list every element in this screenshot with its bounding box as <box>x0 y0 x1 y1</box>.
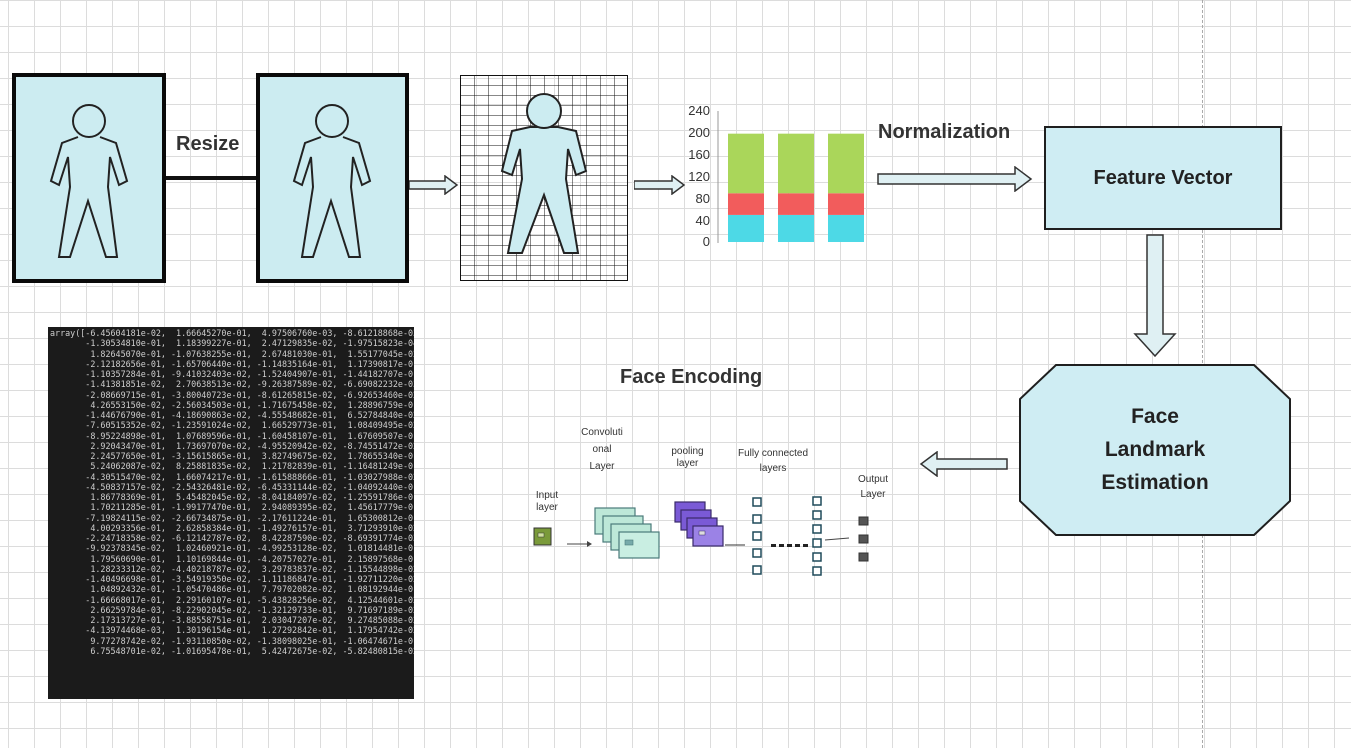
connector-line <box>166 176 256 180</box>
array-line: 1.70211285e-01, -1.99177470e-01, 2.94089… <box>50 502 414 513</box>
pooling-layer-label: pooling layer <box>665 446 710 470</box>
bar-segment <box>728 193 764 215</box>
array-line: 1.04892432e-01, -1.05470486e-01, 7.79702… <box>50 584 414 595</box>
array-line: 1.28233312e-02, -4.40218787e-02, 3.29783… <box>50 563 414 574</box>
y-tick-label: 80 <box>695 191 710 206</box>
normalization-label: Normalization <box>878 121 1011 143</box>
original-image-frame <box>12 73 166 283</box>
bar-segment <box>728 214 764 242</box>
array-line: -4.50837157e-02, -2.54326481e-02, -6.453… <box>50 481 414 492</box>
label-line: Layer <box>589 461 615 472</box>
array-line: -7.60515352e-02, -1.23591024e-02, 1.6652… <box>50 420 414 431</box>
array-line: 4.00293356e-01, 2.62858384e-01, -1.49276… <box>50 522 414 533</box>
arrow-right-icon <box>409 175 459 195</box>
bar-segment <box>778 214 814 242</box>
array-line: -1.44676790e-01, -4.18690863e-02, -4.555… <box>50 410 414 420</box>
y-tick-label: 160 <box>688 147 710 162</box>
fully-connected-column-1 <box>752 497 762 575</box>
label-line: Estimation <box>1101 471 1209 494</box>
label-line: Fully connected <box>737 448 809 459</box>
array-line: 9.77278742e-02, -1.93110850e-02, -1.3809… <box>50 635 414 646</box>
output-layer-label: Output Layer <box>851 472 895 502</box>
array-line: array([-6.45604181e-02, 1.66645270e-01, … <box>50 328 414 338</box>
face-landmark-label: Face Landmark Estimation <box>1018 400 1292 499</box>
label-line: layers <box>759 463 787 474</box>
connection-dots <box>771 544 808 547</box>
label-line: Convoluti <box>581 427 623 438</box>
flow-arrow <box>824 537 850 541</box>
y-tick-label: 200 <box>688 125 710 140</box>
label-line: layer <box>676 458 699 469</box>
grid-image <box>459 74 629 282</box>
cnn-diagram: Input layer Convoluti onal Layer pooling… <box>525 420 905 590</box>
y-tick-label: 120 <box>688 169 710 184</box>
array-line: 2.17313727e-01, -3.88558751e-01, 2.03047… <box>50 615 414 625</box>
array-line: -1.10357284e-01, -9.41032403e-02, -1.524… <box>50 369 414 379</box>
array-line: -1.30534810e-01, 1.18399227e-01, 2.47129… <box>50 338 414 349</box>
label-line: pooling <box>671 446 704 457</box>
label-line: Input <box>535 490 559 501</box>
arrow-down-icon <box>1133 234 1177 358</box>
output-layer-nodes <box>858 516 869 562</box>
conv-layer-stack <box>594 507 660 559</box>
array-line: -9.92378345e-02, 1.02460921e-01, -4.9925… <box>50 543 414 554</box>
array-line: -2.24718358e-02, -6.12142787e-02, 8.4228… <box>50 533 414 543</box>
array-line: 5.24062087e-02, 8.25881835e-02, 1.217828… <box>50 461 414 472</box>
label-line: Layer <box>860 489 886 500</box>
bar-segment <box>778 133 814 194</box>
bar-segment <box>828 133 864 194</box>
array-line: -4.13974468e-03, 1.30196154e-01, 1.27292… <box>50 625 414 636</box>
array-line: -1.40496698e-01, -3.54919350e-02, -1.111… <box>50 574 414 584</box>
bar-segment <box>728 133 764 194</box>
face-encoding-title: Face Encoding <box>620 366 763 388</box>
y-tick-label: 40 <box>695 213 710 228</box>
array-line: -1.41381851e-02, 2.70638513e-02, -9.2638… <box>50 379 414 390</box>
face-landmark-octagon <box>1019 364 1291 536</box>
cnn-graphic <box>533 496 869 576</box>
label-line: Landmark <box>1104 438 1206 461</box>
label-line: Face <box>1131 405 1179 428</box>
array-line: 1.86778369e-01, 5.45482045e-02, -8.04184… <box>50 492 414 502</box>
arrow-left-icon <box>919 451 1008 477</box>
array-line: -4.30515470e-02, 1.66074217e-01, -1.6158… <box>50 471 414 482</box>
label-line: onal <box>592 444 612 455</box>
array-line: -1.66668017e-01, 2.29160107e-01, -5.4382… <box>50 594 414 605</box>
bar-segment <box>828 214 864 242</box>
label-line: layer <box>536 502 558 513</box>
person-icon <box>49 104 129 258</box>
array-line: -2.12182656e-01, -1.65706440e-01, -1.148… <box>50 358 414 369</box>
array-line: 4.26553150e-02, -2.56034503e-01, -1.7167… <box>50 399 414 410</box>
person-icon <box>292 104 372 258</box>
bar-segment <box>778 193 814 215</box>
resize-label: Resize <box>176 133 240 155</box>
array-line: -7.19824115e-02, -2.66734875e-01, -2.176… <box>50 512 414 523</box>
bar-segment <box>828 193 864 215</box>
fully-connected-label: Fully connected layers <box>728 446 818 476</box>
feature-vector-box: Feature Vector <box>1044 126 1282 230</box>
chart-plot-area <box>717 111 864 243</box>
array-line: 6.75548701e-02, -1.01695478e-01, 5.42472… <box>50 645 414 656</box>
array-line: -2.08669715e-01, -3.80040723e-01, -8.612… <box>50 389 414 400</box>
array-line: 2.24577650e-01, -3.15615865e-01, 3.82749… <box>50 451 414 461</box>
array-line: 1.79560690e-01, 1.10169844e-01, -4.20757… <box>50 553 414 564</box>
resized-image-frame <box>256 73 409 283</box>
array-line: 2.66259784e-03, -8.22902045e-02, -1.3212… <box>50 604 414 615</box>
y-tick-label: 0 <box>702 234 710 249</box>
conv-layer-label: Convoluti onal Layer <box>577 424 627 475</box>
label-line: Output <box>857 474 889 485</box>
fully-connected-column-2 <box>812 496 822 576</box>
array-line: 2.92043470e-01, 1.73697070e-02, -4.95520… <box>50 440 414 451</box>
histogram-chart: 240 200 160 120 80 40 0 <box>680 100 880 255</box>
array-line: -8.95224898e-01, 1.07689596e-01, -1.6045… <box>50 430 414 441</box>
arrow-right-icon <box>634 175 686 195</box>
y-tick-label: 240 <box>688 103 710 118</box>
input-layer-label: Input layer <box>527 490 567 514</box>
face-encoding-array-output: array([-6.45604181e-02, 1.66645270e-01, … <box>48 327 414 699</box>
arrow-right-icon <box>877 166 1033 192</box>
array-line: 1.82645070e-01, -1.07638255e-01, 2.67481… <box>50 348 414 359</box>
pooling-layer-stack <box>674 501 724 547</box>
